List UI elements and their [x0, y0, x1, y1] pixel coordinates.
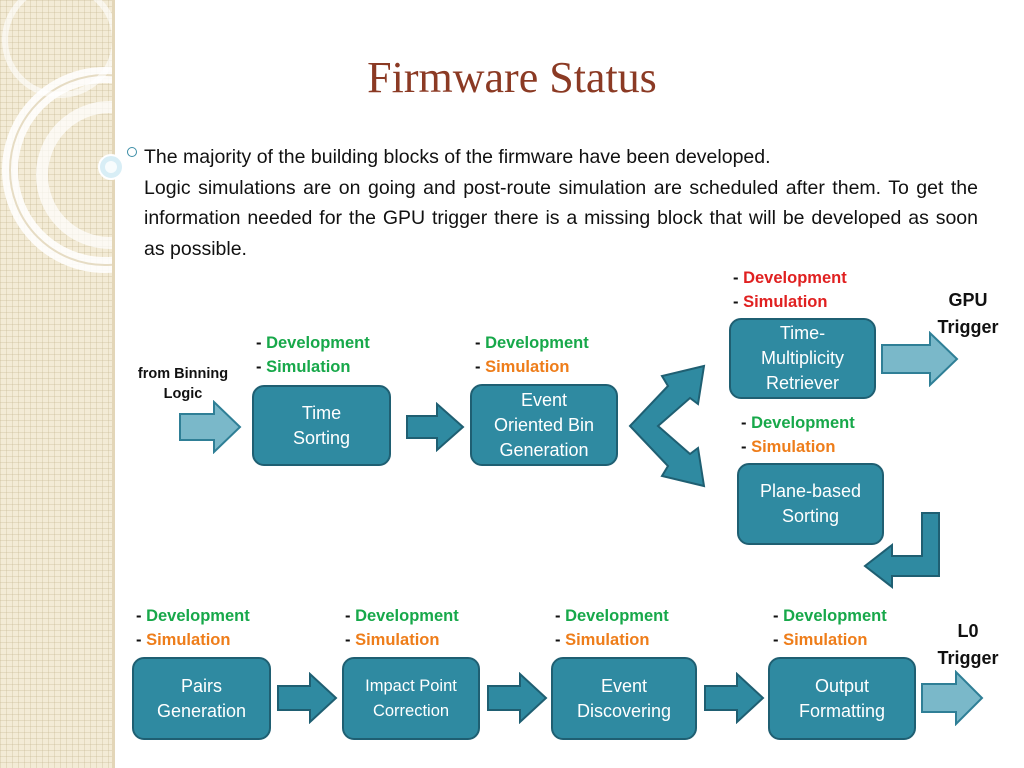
status-pairs-generation: - Development - Simulation	[136, 607, 250, 649]
gpu-output-arrow-icon	[881, 331, 959, 387]
sidebar-rings	[2, 0, 112, 273]
l0-trigger-label: L0 Trigger	[937, 621, 999, 668]
simulation-label: Simulation	[146, 631, 231, 649]
bullet-circle-icon	[127, 147, 137, 157]
status-time-sorting: - Development - Simulation	[256, 334, 370, 376]
page-title: Firmware Status	[367, 53, 657, 102]
development-label: Development	[743, 269, 847, 287]
block-event-discovering: Event Discovering	[551, 657, 697, 740]
simulation-label: Simulation	[743, 293, 828, 311]
block-time-sorting: Time Sorting	[252, 385, 391, 466]
status-time-multiplicity: - Development - Simulation	[733, 269, 847, 311]
development-label: Development	[485, 334, 589, 352]
sidebar-knob	[98, 154, 124, 180]
input-label-binning-logic: from Binning Logic	[137, 366, 229, 402]
development-label: Development	[751, 414, 855, 432]
gpu-trigger-label: GPU Trigger	[937, 290, 999, 337]
development-label: Development	[266, 334, 370, 352]
block-time-multiplicity-retriever: Time- Multiplicity Retriever	[729, 318, 876, 399]
simulation-label: Simulation	[266, 358, 351, 376]
status-event-oriented: - Development - Simulation	[475, 334, 589, 376]
status-output-formatting: - Development - Simulation	[773, 607, 887, 649]
block-event-oriented-bin-generation: Event Oriented Bin Generation	[470, 384, 618, 466]
decorative-sidebar	[0, 0, 112, 768]
status-impact-point: - Development - Simulation	[345, 607, 459, 649]
block-impact-point-correction: Impact Point Correction	[342, 657, 480, 740]
arrow-right-icon	[277, 672, 338, 724]
arrow-right-icon	[406, 402, 465, 452]
l0-output-arrow-icon	[921, 670, 984, 726]
status-plane-based: - Development - Simulation	[741, 414, 855, 456]
split-arrow-icon	[628, 364, 706, 488]
development-label: Development	[783, 607, 887, 625]
arrow-right-icon	[704, 672, 765, 724]
development-label: Development	[146, 607, 250, 625]
bullet-text: The majority of the building blocks of t…	[144, 142, 978, 264]
block-plane-based-sorting: Plane-based Sorting	[737, 463, 884, 545]
sidebar-edge	[112, 0, 115, 768]
status-event-discovering: - Development - Simulation	[555, 607, 669, 649]
simulation-label: Simulation	[355, 631, 440, 649]
block-pairs-generation: Pairs Generation	[132, 657, 271, 740]
simulation-label: Simulation	[565, 631, 650, 649]
simulation-label: Simulation	[751, 438, 836, 456]
development-label: Development	[565, 607, 669, 625]
turn-down-left-arrow-icon	[863, 512, 940, 590]
arrow-right-icon	[487, 672, 548, 724]
simulation-label: Simulation	[783, 631, 868, 649]
simulation-label: Simulation	[485, 358, 570, 376]
bullet-line-1: The majority of the building blocks of t…	[144, 146, 771, 168]
input-arrow-icon	[179, 400, 242, 454]
bullet-line-2: Logic simulations are on going and post-…	[144, 176, 978, 260]
block-output-formatting: Output Formatting	[768, 657, 916, 740]
development-label: Development	[355, 607, 459, 625]
